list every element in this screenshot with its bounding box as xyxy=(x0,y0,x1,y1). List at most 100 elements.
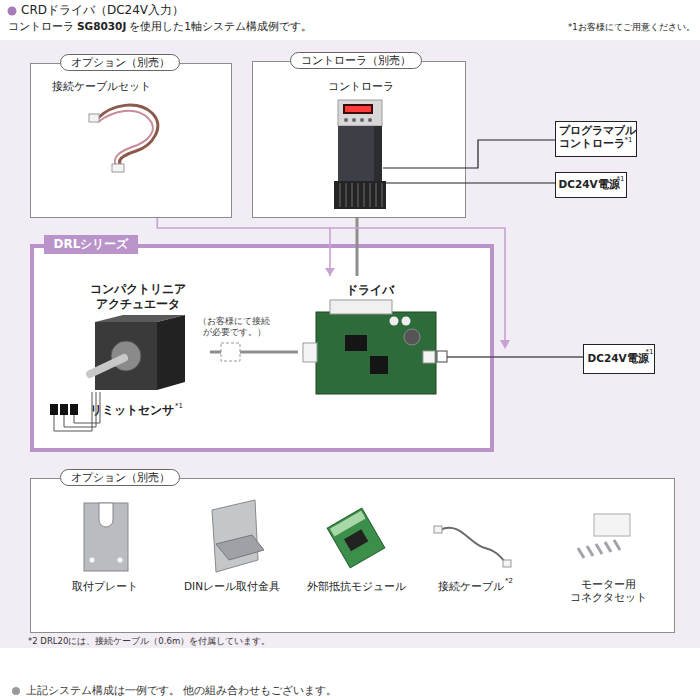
connection-cable xyxy=(440,528,505,562)
cable-connector xyxy=(503,560,511,567)
item-label: 取付プレート xyxy=(55,580,155,593)
subtitle-text: コントローラ xyxy=(8,20,74,33)
connector xyxy=(466,183,555,184)
note: （お客様にて接続が必要です。） xyxy=(196,316,272,338)
option-box: オプション（別売）接続ケーブルセット xyxy=(30,63,232,218)
actuator-shaft xyxy=(90,358,124,374)
power-plug xyxy=(437,351,447,362)
din-bracket-flange xyxy=(216,535,264,560)
resistor-module-terminal xyxy=(330,511,366,537)
controller-side xyxy=(374,126,382,181)
connector xyxy=(157,218,335,276)
mounting-plate-hole xyxy=(118,558,123,563)
customer-connection xyxy=(221,343,240,361)
series-box: DRLシリーズコンパクトリニア アクチュエータドライバ xyxy=(30,244,494,452)
connector xyxy=(440,357,583,358)
cable-connector xyxy=(434,526,442,533)
driver-switch xyxy=(402,317,411,326)
driver-power-connector xyxy=(423,351,435,363)
driver-switch xyxy=(390,317,399,326)
connector xyxy=(357,218,358,276)
cable-connector xyxy=(89,114,99,122)
connector-line xyxy=(210,351,298,354)
mounting-plate-slot xyxy=(99,503,113,527)
arrow-head xyxy=(325,268,335,276)
cable-set-wire xyxy=(98,105,158,168)
box-heading: オプション（別売） xyxy=(60,469,180,486)
controller-button xyxy=(368,118,372,122)
footnote: *1お客様にてご用意ください。 xyxy=(568,22,695,33)
subtitle-text: を使用した1軸システム構成例です。 xyxy=(129,20,312,33)
note: 上記システム構成は一例です。 他の組み合わせもございます。 xyxy=(26,684,338,698)
footnote-mark: *1 xyxy=(646,348,654,356)
footnote-mark: *1 xyxy=(617,175,625,183)
subtitle-row: コントローラSG8030Jを使用した1軸システム構成例です。 xyxy=(8,20,312,33)
controller-box: コントローラ（別売）コントローラ xyxy=(252,61,466,218)
controller-base xyxy=(334,181,386,209)
box-heading: オプション（別売） xyxy=(60,54,180,71)
controller-bezel xyxy=(338,100,382,126)
actuator-node: コンパクトリニア アクチュエータ xyxy=(68,272,210,402)
driver-top-connector xyxy=(330,300,392,314)
item-label: DINレール取付金具 xyxy=(172,580,292,593)
actuator-top xyxy=(95,315,185,322)
resistor-module-part xyxy=(344,529,368,551)
connector-line xyxy=(466,140,555,168)
connector xyxy=(210,352,298,353)
lavender-band xyxy=(0,40,700,648)
connector-line xyxy=(157,218,330,276)
connector xyxy=(466,140,555,168)
driver-chip xyxy=(345,335,367,351)
title: CRDドライバ（DC24V入力） xyxy=(21,3,184,18)
footnote-mark: *1 xyxy=(625,136,633,144)
item-label: モーター用 コネクタセット xyxy=(558,578,658,604)
controller-button xyxy=(352,118,356,122)
note-bullet xyxy=(12,687,20,695)
actuator-boss xyxy=(111,341,141,371)
power-box: DC24V電源*1 xyxy=(555,172,627,198)
part-label: リミットセンサ xyxy=(90,404,174,417)
sensor-wire xyxy=(54,392,92,431)
title-bullet xyxy=(8,7,17,16)
resistor-module-board xyxy=(327,508,385,568)
resistor-module xyxy=(327,508,385,568)
controller-wire xyxy=(383,182,466,183)
box-label: DC24V電源 xyxy=(588,352,649,365)
option-box: オプション（別売）取付プレートDINレール取付金具外部抵抗モジュール接続ケーブル… xyxy=(30,478,675,633)
controller-wire xyxy=(383,167,466,168)
box-label: DC24V電源 xyxy=(559,178,620,191)
connector-line xyxy=(356,218,359,276)
footnote: *2 DRL20には、接続ケーブル（0.6m）を付属しています。 xyxy=(28,636,270,647)
connector-line xyxy=(440,356,583,358)
limit-sensor xyxy=(70,404,78,415)
limit-sensor xyxy=(60,404,68,415)
controller-button xyxy=(360,118,364,122)
option-branch-arrow xyxy=(500,340,510,349)
motor-connector-pins xyxy=(578,540,620,558)
series-tab: DRLシリーズ xyxy=(44,235,138,254)
part-label: コンパクトリニア アクチュエータ xyxy=(86,282,190,312)
footnote-mark: *1 xyxy=(175,402,183,410)
controller-digits xyxy=(345,106,371,112)
power-box: DC24V電源*1 xyxy=(583,344,655,374)
cable-connector xyxy=(112,164,124,172)
controller-body xyxy=(338,126,382,181)
controller-button xyxy=(344,118,348,122)
footnote-mark: *2 xyxy=(505,577,513,585)
option-branch-line xyxy=(330,228,505,341)
driver-capacitor xyxy=(404,329,420,345)
limit-sensor xyxy=(50,404,58,415)
motor-connector-housing xyxy=(594,514,630,536)
driver-motor-connector xyxy=(303,343,317,362)
mounting-plate xyxy=(84,503,128,571)
actuator-flange xyxy=(95,322,157,390)
cable-set-wire xyxy=(98,111,153,166)
connector-line xyxy=(466,182,555,183)
item-label: コントローラ xyxy=(328,80,394,93)
actuator-body xyxy=(157,315,185,390)
part-label: ドライバ xyxy=(346,284,394,297)
driver-node: ドライバ xyxy=(298,276,440,398)
controller-display xyxy=(343,104,373,114)
sensor-wire xyxy=(74,392,100,423)
